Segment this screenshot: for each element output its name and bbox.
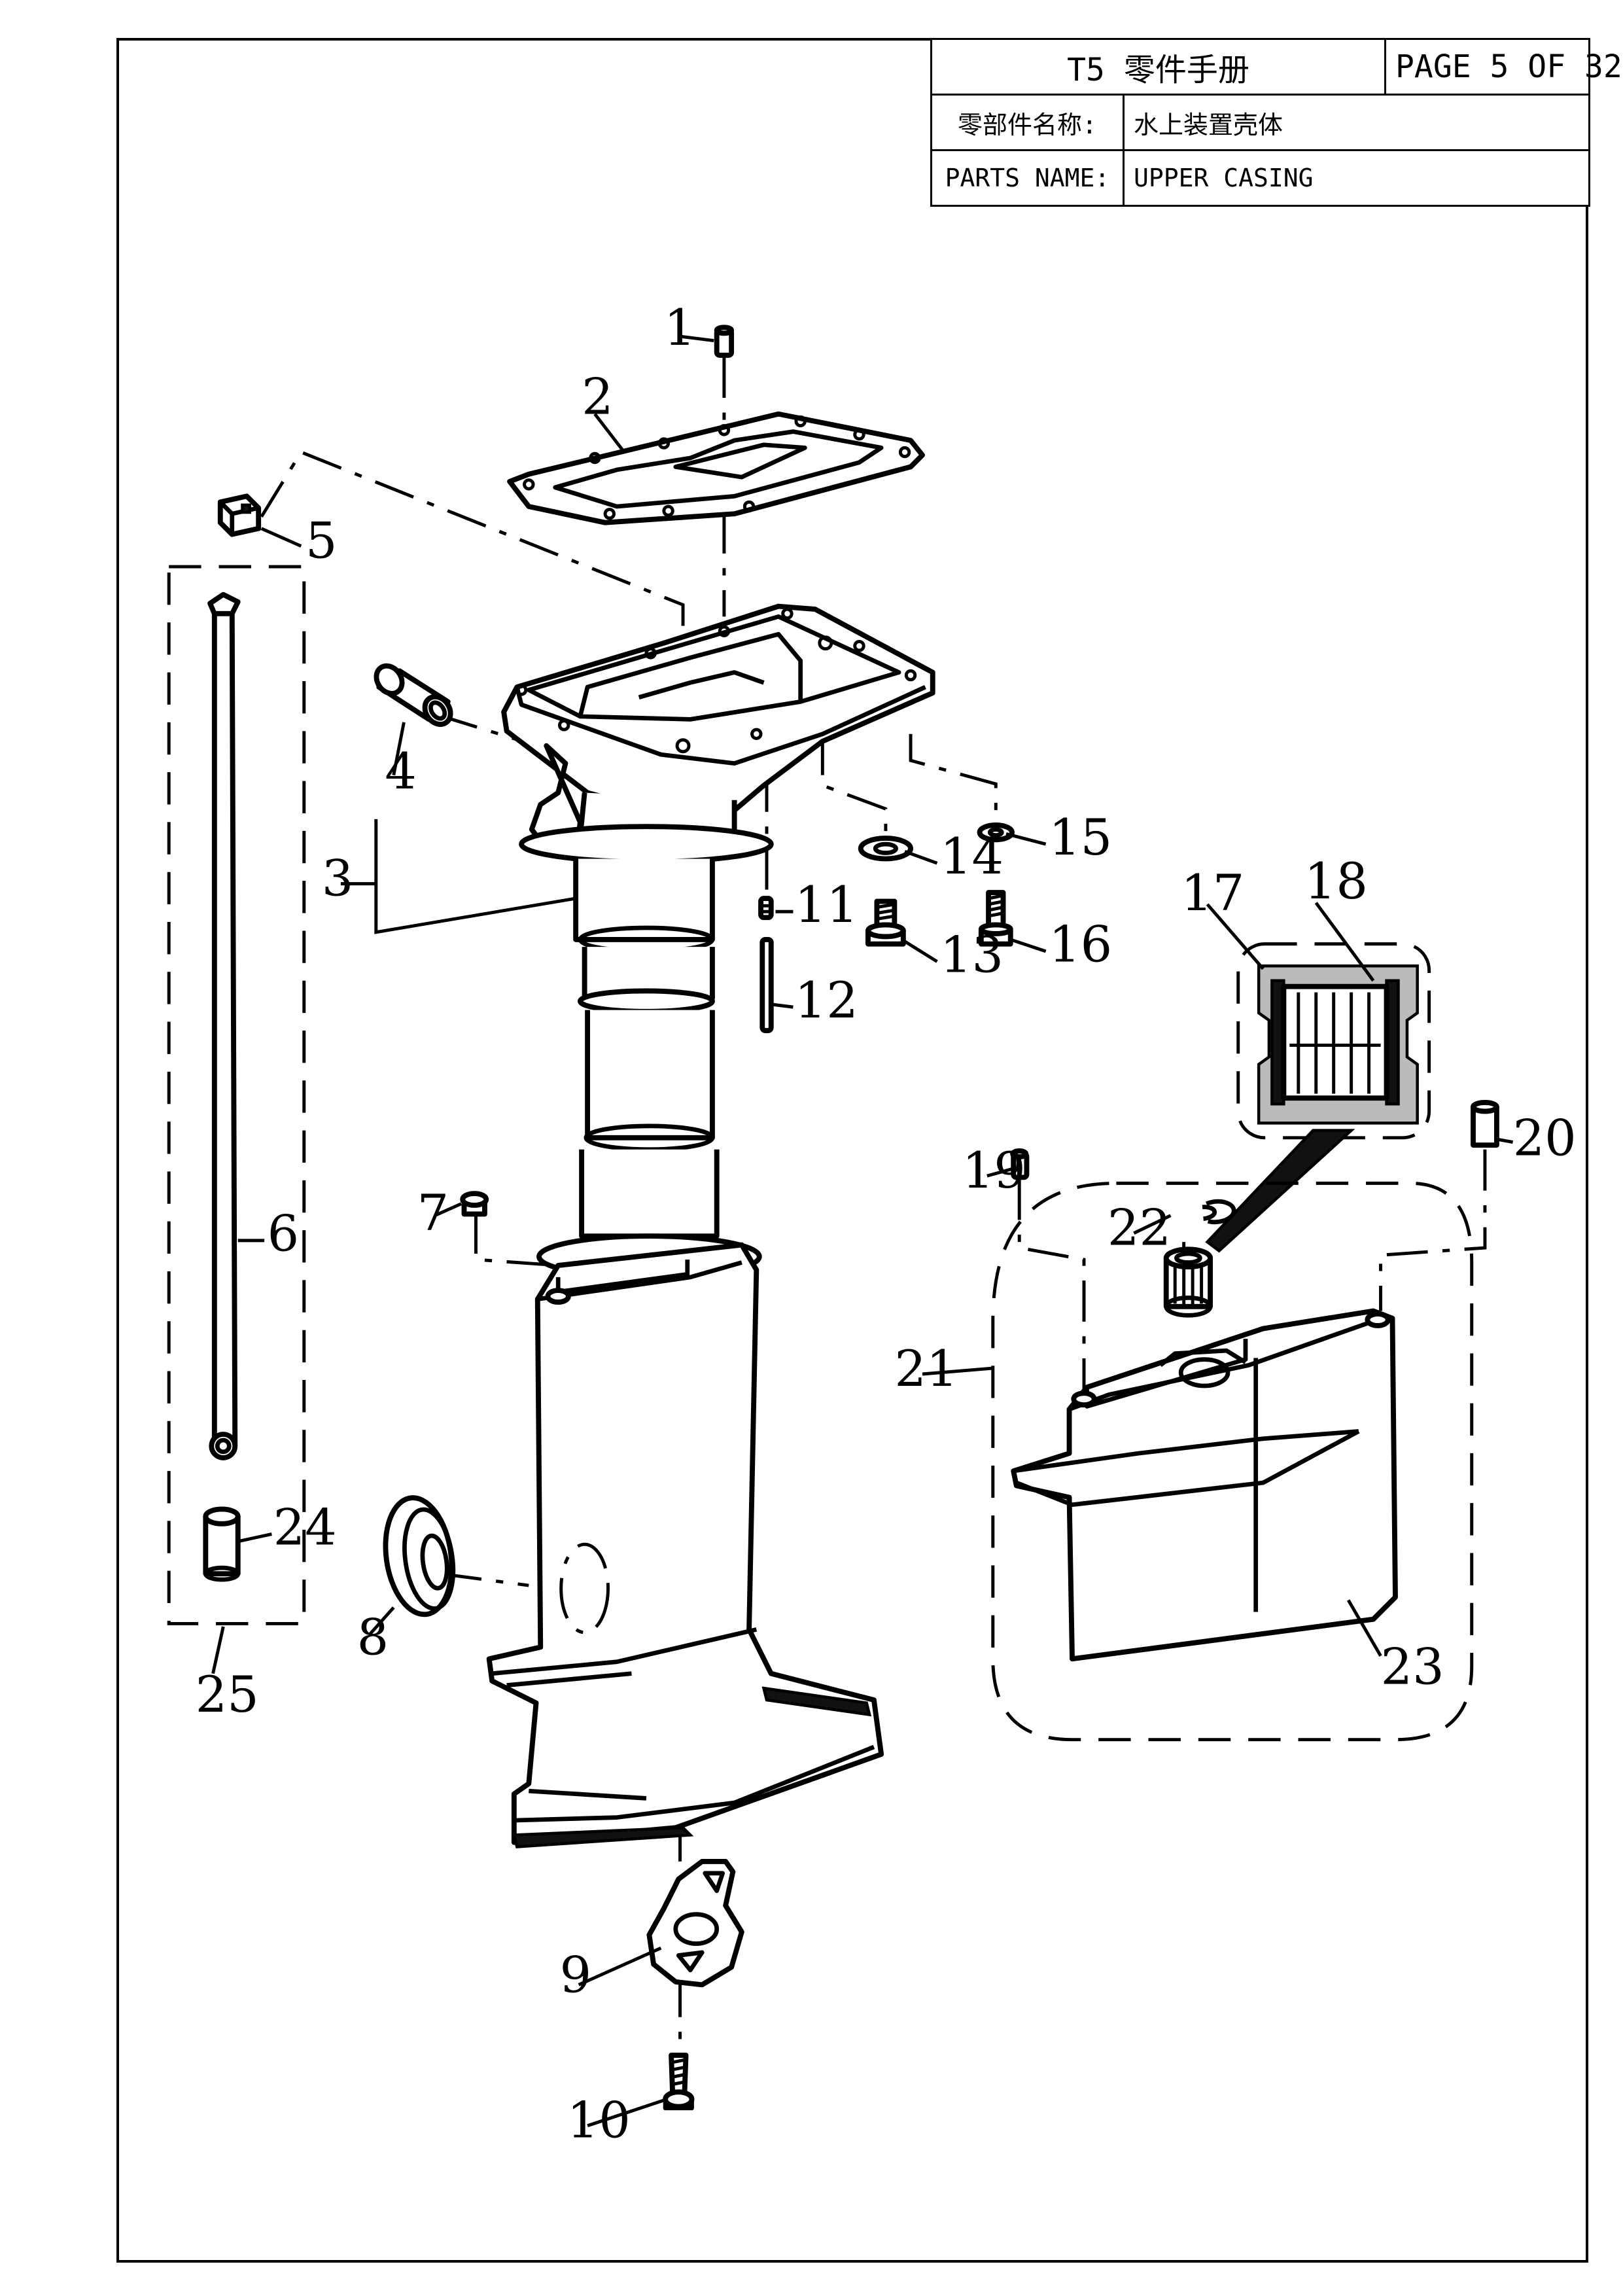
callout-24: 24 [273,1498,337,1556]
callout-16: 16 [1049,915,1112,974]
part-23-lower-casing [1011,1308,1398,1662]
part-21-group [991,1181,1474,1742]
parts-name-value-en: UPPER CASING [1122,149,1591,207]
callout-18: 18 [1304,852,1368,910]
page-number: PAGE 5 OF 32 [1384,38,1622,96]
callout-17: 17 [1181,864,1244,922]
part-14-washer [858,836,913,862]
callout-8: 8 [357,1608,389,1667]
callout-6: 6 [268,1205,300,1263]
callout-12: 12 [795,971,858,1029]
part-10-bolt [663,2053,695,2111]
callout-11: 11 [795,875,858,934]
callout-3: 3 [322,849,354,908]
part-7-plug [460,1191,489,1217]
parts-name-value-cn: 水上装置壳体 [1122,94,1591,151]
part-25-group [167,565,306,1625]
callout-5: 5 [305,512,338,570]
callout-13: 13 [940,925,1003,983]
callout-numbers: 1 2 3 4 5 6 7 8 9 10 11 12 13 14 15 16 1… [196,298,1577,2149]
part-2-gasket [507,411,925,525]
manual-title: T5 零件手册 [930,38,1387,96]
callout-22: 22 [1108,1199,1171,1257]
parts-name-label-cn: 零部件名称: [930,94,1125,151]
part-17-18-detail [1205,942,1431,1253]
title-block: T5 零件手册 PAGE 5 OF 32 零部件名称: 水上装置壳体 PARTS… [930,38,1622,207]
callout-4: 4 [385,742,417,800]
callout-14: 14 [940,827,1003,885]
callout-2: 2 [582,368,614,426]
callout-15: 15 [1049,808,1112,866]
callout-1: 1 [664,298,696,357]
callout-19: 19 [962,1141,1026,1199]
needle-bearing [1163,1246,1213,1318]
part-22-circlip [1202,1199,1236,1225]
part-9-plate [646,1858,744,1988]
leader-lines [211,334,1514,2128]
callout-23: 23 [1381,1637,1444,1695]
drawing-frame [116,38,1588,2263]
callout-20: 20 [1513,1109,1577,1167]
part-5-square-nut [217,493,262,537]
part-1-dowel-pin [714,325,735,358]
callout-9: 9 [559,1946,591,2004]
part-4-bush [374,663,453,727]
part-11-12-pins [758,896,774,1033]
part-15-washer [977,822,1015,843]
part-3-exhaust-housing [501,603,935,1280]
callout-21: 21 [894,1339,958,1398]
callout-10: 10 [567,2091,631,2149]
part-16-bolt [978,890,1013,947]
part-20-bush [1471,1100,1499,1148]
part-13-bolt [865,898,906,947]
driveshaft-housing [486,1242,884,1848]
callout-25: 25 [196,1665,259,1723]
part-19-dowel [1010,1148,1030,1180]
callout-7: 7 [417,1184,449,1242]
part-8-grommet [383,1495,456,1617]
parts-name-label-en: PARTS NAME: [930,149,1125,207]
